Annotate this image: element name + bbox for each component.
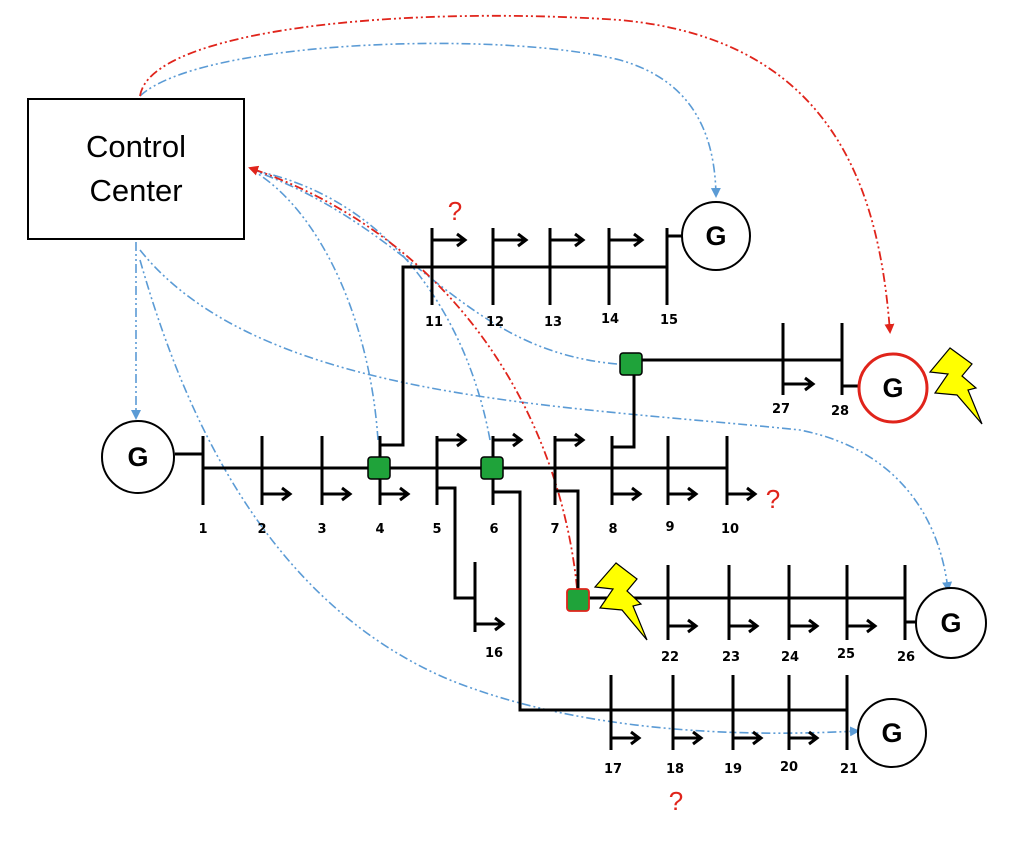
- generator-label: G: [881, 718, 902, 748]
- load-arrow: [555, 432, 586, 448]
- pmu-node-bus4: [367, 456, 391, 480]
- generator-bus26: G: [915, 587, 987, 659]
- bus-number: 19: [724, 762, 742, 777]
- pmu-nodes: [367, 352, 643, 612]
- bus-number: 16: [485, 646, 503, 661]
- control-center-label-line2: Center: [89, 173, 183, 208]
- bus-number: 2: [257, 522, 266, 537]
- comm-link-pmu6-to-cc: [251, 169, 491, 441]
- load-arrow: [733, 730, 764, 746]
- question-mark: ?: [448, 196, 462, 226]
- pmu-node-bus6: [480, 456, 504, 480]
- generator-label: G: [705, 221, 726, 251]
- pmu-node-bus22-faulted: [566, 588, 590, 612]
- control-center-box: Control Center: [27, 98, 245, 240]
- load-arrows: [262, 232, 878, 746]
- lightning-icon: [593, 562, 648, 641]
- bus-number: 21: [840, 762, 858, 777]
- bus-number: 17: [604, 762, 622, 777]
- comm-link-cc-to-gen-top: [139, 42, 721, 198]
- bus-number: 10: [721, 522, 739, 537]
- load-arrow: [789, 730, 820, 746]
- comm-link-pmu28-to-cc: [251, 169, 618, 365]
- generator-bus21: G: [857, 698, 927, 768]
- load-arrow: [475, 616, 506, 632]
- bus-number: 14: [601, 312, 619, 327]
- alert-link-cc-to-faulted-gen: [139, 14, 895, 334]
- load-arrow: [437, 432, 468, 448]
- bus-number: 22: [661, 650, 679, 665]
- bus-number: 11: [425, 315, 443, 330]
- load-arrow: [783, 376, 816, 392]
- load-arrow: [550, 232, 586, 248]
- bus-number: 28: [831, 404, 849, 419]
- bus-number: 5: [432, 522, 441, 537]
- load-arrow: [611, 730, 642, 746]
- bus-number: 6: [489, 522, 498, 537]
- pmu-node-bus27: [619, 352, 643, 376]
- load-arrow: [493, 432, 524, 448]
- load-arrow: [322, 486, 353, 502]
- comm-links-normal: [131, 42, 953, 737]
- bus-number: 24: [781, 650, 799, 665]
- comm-link-cc-to-gen-21: [139, 259, 860, 737]
- bus-number: 15: [660, 313, 678, 328]
- bus-number: 3: [317, 522, 326, 537]
- load-arrow: [380, 486, 411, 502]
- generator-label: G: [127, 442, 148, 472]
- bus-number: 18: [666, 762, 684, 777]
- bus-number: 8: [608, 522, 617, 537]
- load-arrow: [612, 486, 643, 502]
- comm-links-alert: [139, 14, 895, 589]
- generator-bus15: G: [681, 201, 751, 271]
- bus-number: 23: [722, 650, 740, 665]
- comm-link-cc-to-gen-26: [139, 249, 953, 592]
- bus-number: 1: [198, 522, 207, 537]
- bus-number: 9: [665, 520, 674, 535]
- alert-link-pmu22-to-cc: [248, 165, 578, 589]
- bus-number: 27: [772, 402, 790, 417]
- power-network: [175, 228, 918, 750]
- bus-number: 13: [544, 315, 562, 330]
- question-mark: ?: [669, 786, 683, 816]
- bus-number: 25: [837, 647, 855, 662]
- load-arrow: [609, 232, 645, 248]
- generator-bus1: G: [101, 420, 175, 494]
- load-arrow: [727, 486, 758, 502]
- load-arrow: [262, 486, 293, 502]
- load-arrow: [673, 730, 704, 746]
- generator-label: G: [882, 373, 903, 403]
- question-mark: ?: [766, 484, 780, 514]
- load-arrow: [668, 618, 699, 634]
- bus-number: 12: [486, 315, 504, 330]
- bus-number: 20: [780, 760, 798, 775]
- bus-number: 4: [375, 522, 384, 537]
- load-arrow: [789, 618, 820, 634]
- load-arrow: [847, 618, 878, 634]
- comm-link-pmu4-to-cc: [251, 169, 379, 441]
- bus-number: 26: [897, 650, 915, 665]
- control-center-label-line1: Control: [86, 129, 186, 164]
- bus-number: 7: [550, 522, 559, 537]
- load-arrow: [668, 486, 699, 502]
- load-arrow: [432, 232, 468, 248]
- generator-label: G: [940, 608, 961, 638]
- load-arrow: [729, 618, 760, 634]
- generator-bus28-faulted: G: [857, 352, 929, 424]
- load-arrow: [493, 232, 529, 248]
- bus-numbers: 1 2 3 4 5 6 7 8 9 10 11 12 13 14 15 16 1…: [198, 312, 915, 777]
- lightning-icon: [928, 347, 983, 425]
